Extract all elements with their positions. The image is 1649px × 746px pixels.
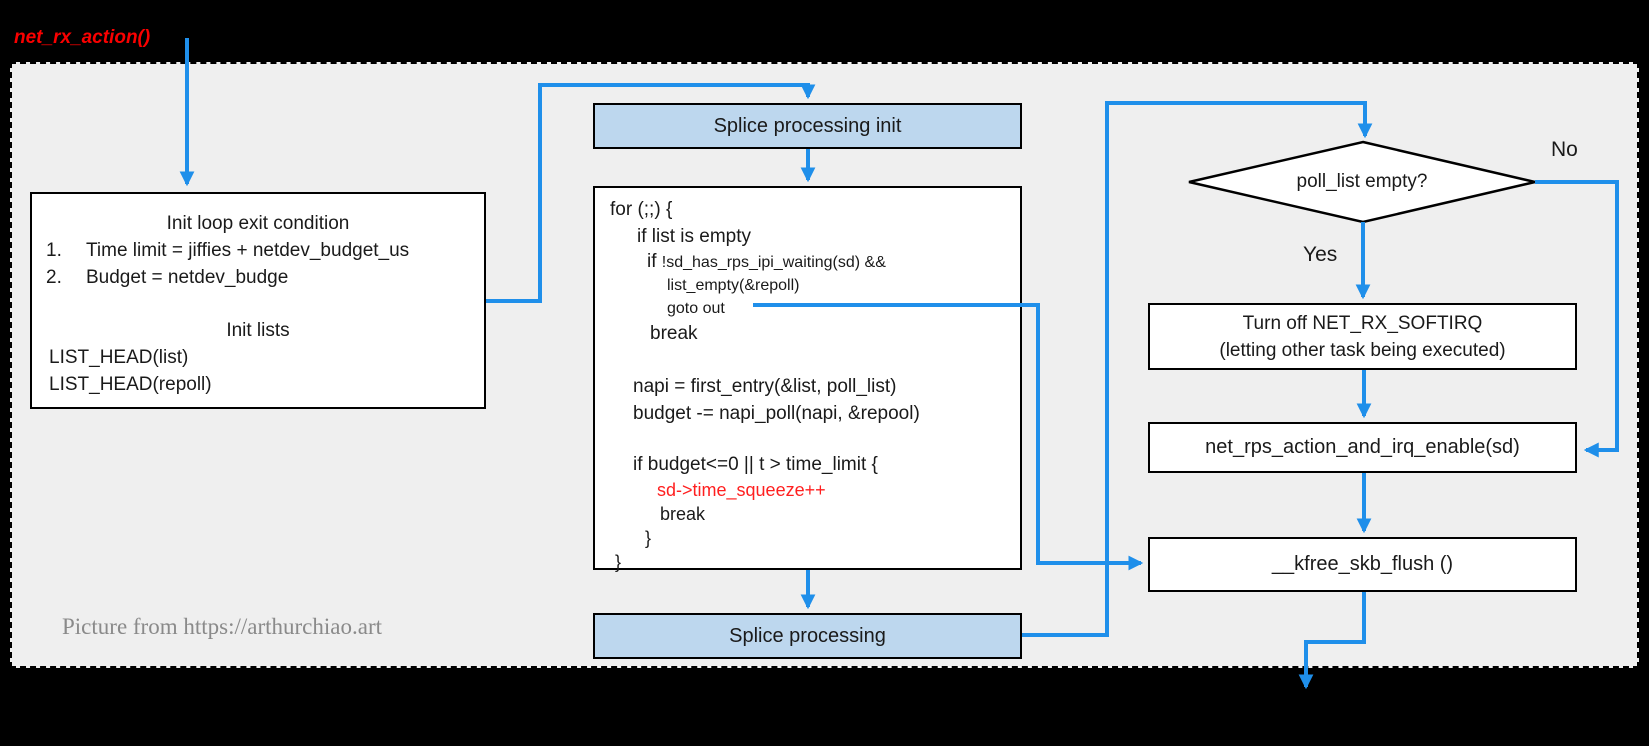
item-text: Time limit = jiffies + netdev_budget_us xyxy=(86,240,410,261)
init-box-item-2: 2. Budget = netdev_budge xyxy=(32,264,484,291)
code-line: break xyxy=(650,323,698,344)
decision-label: poll_list empty? xyxy=(1296,171,1428,192)
net-rps-action-box: net_rps_action_and_irq_enable(sd) xyxy=(1148,422,1577,473)
splice-processing-init-label: Splice processing init xyxy=(713,114,902,137)
code-line: break xyxy=(660,504,706,524)
code-line: if !sd_has_rps_ipi_waiting(sd) && xyxy=(595,250,1020,274)
yes-branch-label: Yes xyxy=(1303,243,1338,266)
init-box-heading: Init loop exit condition xyxy=(166,213,350,234)
item-number: 2. xyxy=(46,267,62,288)
turn-off-line-1: Turn off NET_RX_SOFTIRQ xyxy=(1242,312,1483,334)
kfree-skb-flush-label: __kfree_skb_flush () xyxy=(1271,553,1454,575)
item-text: Budget = netdev_budge xyxy=(86,267,289,288)
splice-processing-box: Splice processing xyxy=(593,613,1022,659)
no-branch-label: No xyxy=(1551,138,1578,161)
code-line-highlight: sd->time_squeeze++ xyxy=(657,480,826,500)
splice-processing-label: Splice processing xyxy=(729,624,886,647)
code-line: napi = first_entry(&list, poll_list) xyxy=(633,376,897,397)
code-line: list_empty(&repoll) xyxy=(667,277,800,294)
code-line: goto out xyxy=(667,300,725,317)
code-line: if budget<=0 || t > time_limit { xyxy=(633,454,878,475)
init-box-line: LIST_HEAD(repoll) xyxy=(49,374,212,395)
code-line: } xyxy=(645,528,652,548)
code-line: } xyxy=(615,552,622,572)
net-rps-action-label: net_rps_action_and_irq_enable(sd) xyxy=(1205,436,1520,458)
code-line: for (;;) { xyxy=(610,199,673,220)
code-line: if list is empty xyxy=(637,226,752,247)
init-box-subheading: Init lists xyxy=(226,320,290,341)
code-line: budget -= napi_poll(napi, &repool) xyxy=(633,403,920,424)
spacer xyxy=(32,291,484,317)
init-box: Init loop exit condition 1. Time limit =… xyxy=(30,192,486,409)
init-box-line: LIST_HEAD(list) xyxy=(49,347,189,368)
function-title: net_rx_action() xyxy=(14,27,151,48)
item-number: 1. xyxy=(46,240,62,261)
kfree-skb-flush-box: __kfree_skb_flush () xyxy=(1148,537,1577,592)
code-keyword: if xyxy=(647,251,662,272)
turn-off-softirq-box: Turn off NET_RX_SOFTIRQ (letting other t… xyxy=(1148,303,1577,370)
code-box: for (;;) { if list is empty if !sd_has_r… xyxy=(593,186,1022,572)
splice-processing-init-box: Splice processing init xyxy=(593,103,1022,149)
watermark: Picture from https://arthurchiao.art xyxy=(62,614,382,639)
init-box-item-1: 1. Time limit = jiffies + netdev_budget_… xyxy=(32,237,484,264)
code-text: !sd_has_rps_ipi_waiting(sd) && xyxy=(661,254,886,271)
turn-off-line-2: (letting other task being executed) xyxy=(1219,339,1506,361)
